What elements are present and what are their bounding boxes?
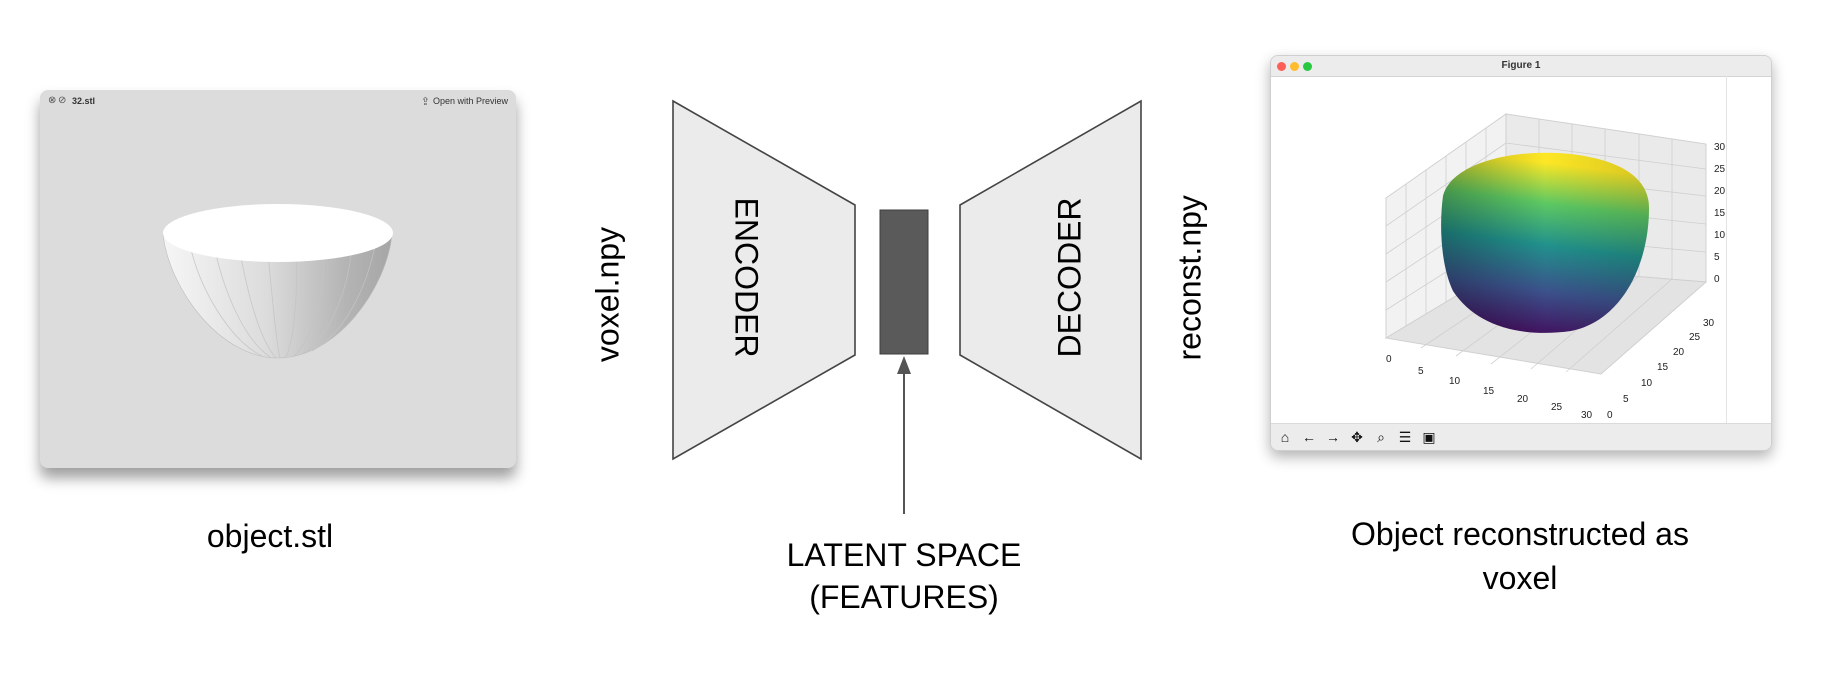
figure-titlebar: Figure 1 — [1271, 56, 1771, 77]
zoom-window-button[interactable] — [1303, 62, 1312, 71]
z-tick: 25 — [1714, 164, 1726, 175]
input-label-voxel: voxel.npy — [589, 226, 626, 363]
x-tick: 15 — [1483, 386, 1495, 397]
forward-arrow-icon[interactable]: → — [1326, 429, 1340, 445]
configure-icon[interactable]: ☰ — [1398, 429, 1412, 445]
caption-latent-line1: LATENT SPACE — [786, 537, 1022, 573]
minimize-window-button[interactable] — [1290, 62, 1299, 71]
x-tick: 10 — [1449, 376, 1461, 387]
voxel-sphere — [1441, 152, 1649, 333]
z-axis-ticks: 0 5 10 15 20 25 30 — [1714, 142, 1726, 285]
caption-latent-space: LATENT SPACE (FEATURES) — [754, 534, 1054, 618]
y-tick: 15 — [1657, 362, 1669, 373]
z-tick: 15 — [1714, 208, 1726, 219]
voxel-3d-plot: 0 5 10 15 20 25 30 0 5 10 15 20 25 30 0 … — [1384, 113, 1726, 421]
caption-latent-line2: (FEATURES) — [809, 579, 999, 615]
latent-arrow-head — [897, 356, 911, 374]
z-tick: 10 — [1714, 230, 1726, 241]
save-icon[interactable]: ▣ — [1422, 429, 1436, 445]
z-tick: 0 — [1714, 274, 1720, 285]
x-tick: 30 — [1581, 410, 1593, 421]
encoder-label: ENCODER — [728, 197, 765, 358]
caption-object-stl: object.stl — [206, 518, 334, 554]
figure-divider — [1726, 76, 1727, 424]
y-tick: 10 — [1641, 378, 1653, 389]
y-tick: 0 — [1607, 410, 1613, 421]
caption-reconstructed-line1: Object reconstructed as — [1351, 516, 1689, 552]
z-tick: 30 — [1714, 142, 1726, 153]
stl-preview-titlebar: ⊗ ⊘ 32.stl ⇪ Open with Preview — [40, 90, 516, 114]
x-tick: 5 — [1418, 366, 1424, 377]
caption-reconstructed-line2: voxel — [1482, 560, 1558, 596]
stl-preview-window: ⊗ ⊘ 32.stl ⇪ Open with Preview — [40, 90, 516, 468]
pan-icon[interactable]: ✥ — [1351, 429, 1363, 445]
decoder-label: DECODER — [1051, 197, 1088, 358]
y-tick: 30 — [1703, 318, 1715, 329]
circle-slash-icon[interactable]: ⊘ — [58, 95, 67, 106]
z-tick: 20 — [1714, 186, 1726, 197]
x-tick: 20 — [1517, 394, 1529, 405]
bowl-rim — [163, 204, 393, 262]
close-icon[interactable]: ⊗ — [48, 95, 57, 106]
bowl-body — [162, 234, 393, 359]
x-tick: 25 — [1551, 402, 1563, 413]
open-with-preview-button[interactable]: Open with Preview — [432, 96, 508, 106]
home-icon[interactable]: ⌂ — [1280, 429, 1290, 445]
latent-space-block — [879, 209, 929, 355]
decoder-trapezoid — [959, 99, 1142, 461]
output-label-reconst: reconst.npy — [1171, 195, 1208, 361]
encoder-trapezoid — [672, 99, 856, 461]
x-tick: 0 — [1386, 354, 1392, 365]
stl-filename: 32.stl — [72, 96, 96, 106]
zoom-icon[interactable]: ⌕ — [1377, 429, 1385, 445]
back-arrow-icon[interactable]: ← — [1302, 429, 1316, 445]
y-tick: 25 — [1689, 332, 1701, 343]
figure-toolbar: ⌂ ← → ✥ ⌕ ☰ ▣ — [1271, 423, 1771, 450]
bowl-model — [162, 204, 393, 359]
y-axis-ticks: 0 5 10 15 20 25 30 — [1607, 318, 1715, 421]
close-window-button[interactable] — [1277, 62, 1286, 71]
figure-title: Figure 1 — [1501, 60, 1541, 71]
figure-window: Figure 1 — [1270, 55, 1772, 451]
y-tick: 5 — [1623, 394, 1629, 405]
caption-reconstructed: Object reconstructed as voxel — [1300, 512, 1740, 600]
y-tick: 20 — [1673, 347, 1685, 358]
z-tick: 5 — [1714, 252, 1720, 263]
bowl-facets — [189, 239, 377, 359]
share-icon[interactable]: ⇪ — [420, 96, 430, 108]
x-axis-ticks: 0 5 10 15 20 25 30 — [1386, 354, 1593, 421]
